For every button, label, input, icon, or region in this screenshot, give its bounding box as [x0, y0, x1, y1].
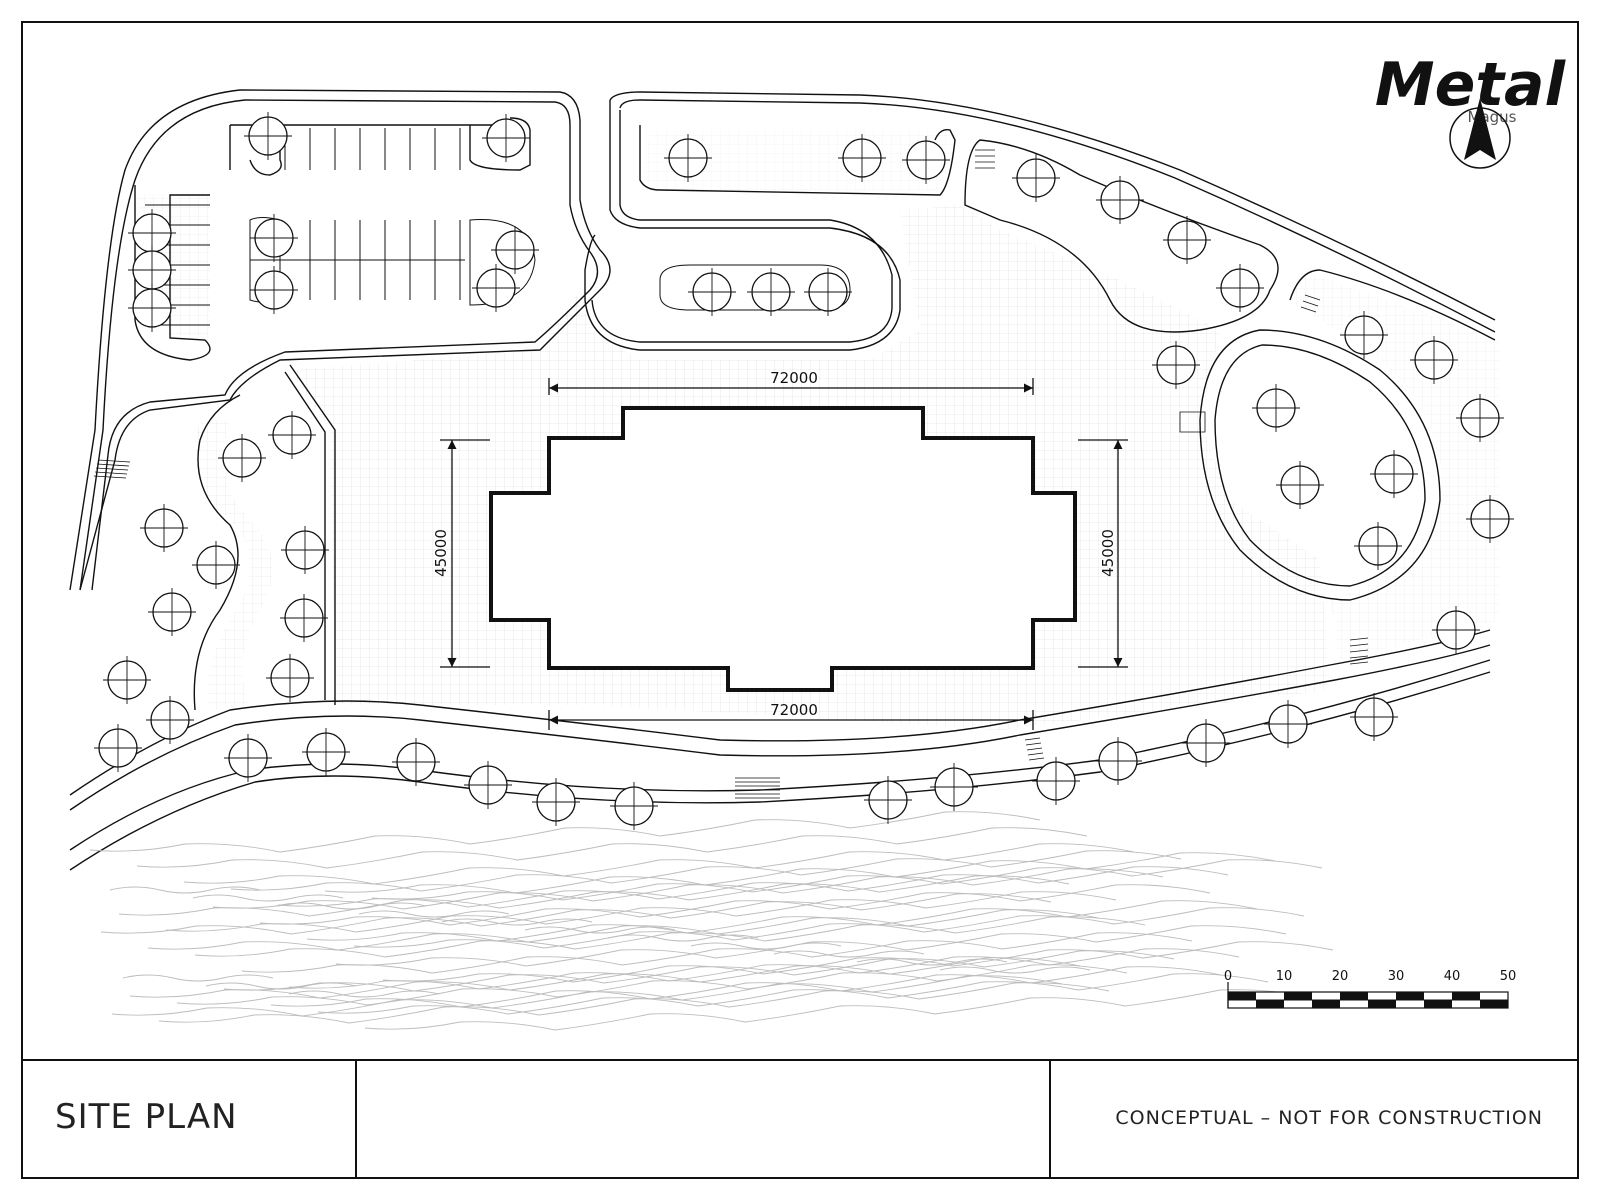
logo-brand-text: Metal: [1375, 50, 1567, 120]
dimension-right: 45000: [1099, 529, 1117, 577]
scale-tick-10: 10: [1276, 969, 1293, 984]
scale-tick-40: 40: [1444, 969, 1461, 984]
dimension-top: 72000: [770, 369, 818, 387]
sheet-title: SITE PLAN: [55, 1097, 238, 1137]
sheet-border: [21, 21, 1579, 1179]
dimension-bottom: 72000: [770, 701, 818, 719]
trees: [94, 112, 1514, 830]
stairs: [93, 149, 1369, 799]
scale-tick-50: 50: [1500, 969, 1517, 984]
sheet-note: CONCEPTUAL – NOT FOR CONSTRUCTION: [1115, 1107, 1543, 1129]
dimension-lines: [440, 378, 1128, 730]
scale-bar: [1227, 982, 1509, 1009]
company-logo: Metal Magus: [1375, 50, 1567, 169]
scale-tick-20: 20: [1332, 969, 1349, 984]
title-block: [22, 1059, 1578, 1178]
scale-tick-30: 30: [1388, 969, 1405, 984]
water-body: [89, 811, 1334, 1031]
scale-tick-0: 0: [1224, 969, 1232, 984]
north-arrow-pointer-icon: [1464, 98, 1496, 160]
building-footprint: [489, 406, 1077, 692]
dimension-left: 45000: [432, 529, 450, 577]
